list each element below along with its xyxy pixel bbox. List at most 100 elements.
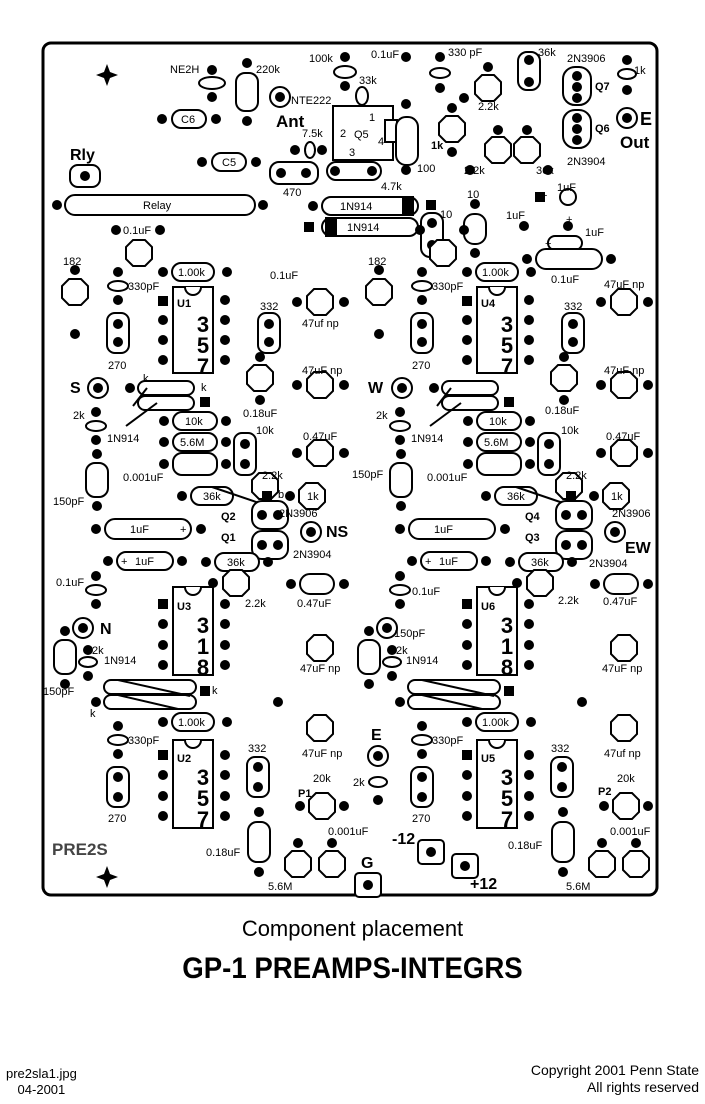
label-minus-12: -12 — [392, 831, 415, 848]
label-plus-5: + — [121, 556, 127, 568]
label-2k-3: 2k — [92, 645, 104, 657]
label-1uf-4: 1uF — [434, 524, 453, 536]
label-qb-1: b — [278, 489, 284, 501]
label-1k-1: 1k — [307, 491, 319, 503]
label-330pf-top: 330 pF — [448, 47, 483, 59]
label-ns: NS — [326, 524, 349, 541]
label-0-1uf-l: 0.1uF — [123, 225, 151, 237]
label-e-mid: E — [371, 727, 382, 744]
footer-rights-line: All rights reserved — [586, 1079, 699, 1095]
label-10k-4b: 10k — [561, 425, 579, 437]
preamp-half-left — [53, 225, 349, 878]
label-u6: U6 — [481, 601, 495, 613]
label-k1: k — [143, 373, 149, 385]
label-p1: P1 — [298, 788, 311, 800]
label-p2: P2 — [598, 786, 611, 798]
label-2n3904-4: 2N3904 — [589, 558, 628, 570]
label-2n3904-top: 2N3904 — [567, 156, 606, 168]
label-q4: Q4 — [525, 511, 541, 523]
label-36k-5: 36k — [531, 557, 549, 569]
caption-subtitle: Component placement — [241, 916, 464, 941]
label-330pf-5: 330pF — [432, 735, 463, 747]
label-k4: k — [90, 708, 96, 720]
label-20k-1: 20k — [313, 773, 331, 785]
label-0-001uf-1: 0.001uF — [123, 472, 164, 484]
label-0-1uf-5: 0.1uF — [412, 586, 440, 598]
label-330pf-2: 330pF — [128, 735, 159, 747]
label-1n914-4: 1N914 — [411, 433, 443, 445]
board-outline — [41, 41, 659, 897]
label-q5-p2: 2 — [340, 128, 346, 140]
label-ne2h: NE2H — [170, 64, 199, 76]
label-33k: 33k — [359, 75, 377, 87]
label-q3: Q3 — [525, 532, 540, 544]
label-0-47uf-2: 0.47uF — [297, 598, 332, 610]
label-q2: Q2 — [221, 511, 236, 523]
label-0-47uf-1: 0.47uF — [303, 431, 338, 443]
label-u3: U3 — [177, 601, 191, 613]
label-0-001uf-5: 0.001uF — [610, 826, 651, 838]
label-47uf-np-2: 47uF np — [302, 365, 342, 377]
label-0-1uf-2: 0.1uF — [56, 577, 84, 589]
label-182-l: 182 — [63, 256, 81, 268]
label-rly: Rly — [70, 147, 95, 164]
label-1n914-6: 1N914 — [406, 655, 438, 667]
label-pre2s: PRE2S — [52, 840, 108, 859]
label-u4: U4 — [481, 298, 496, 310]
footer-file-name: pre2sla1.jpg — [6, 1066, 77, 1081]
label-100: 100 — [417, 163, 435, 175]
label-2-2k-1: 2.2k — [262, 470, 283, 482]
label-332-2: 332 — [248, 743, 266, 755]
label-1n914-1: 1N914 — [107, 433, 139, 445]
label-7-5k: 7.5k — [302, 128, 323, 140]
label-2-2k-top2: 2.2k — [464, 165, 485, 177]
label-1uf-1: 1uF — [130, 524, 149, 536]
label-2n3906-1: 2N3906 — [279, 508, 318, 520]
label-36k-1: 36k — [203, 491, 221, 503]
label-1uf-b: 1uF — [506, 210, 525, 222]
label-47uf-np-4: 47uF np — [604, 365, 644, 377]
label-47uf-np-1: 47uf np — [302, 318, 339, 330]
label-0-18uf-5: 0.18uF — [508, 840, 543, 852]
label-e-out-out: Out — [620, 133, 650, 152]
label-s: S — [70, 380, 81, 397]
label-270-5: 270 — [412, 813, 430, 825]
label-1uf-2: 1uF — [135, 556, 154, 568]
label-2k-1: 2k — [73, 410, 85, 422]
label-n: N — [100, 621, 112, 638]
label-1k-4: 1k — [611, 491, 623, 503]
footer-file-info: pre2sla1.jpg 04-2001 — [6, 1066, 77, 1098]
label-270-1: 270 — [108, 360, 126, 372]
label-g: G — [361, 855, 373, 872]
label-47uf-np-7: 47uF np — [302, 748, 342, 760]
label-470: 470 — [283, 187, 301, 199]
label-c5: C5 — [222, 157, 236, 169]
label-2n3904-1: 2N3904 — [293, 549, 332, 561]
label-1n914-3: 1N914 — [104, 655, 136, 667]
label-0-18uf-1: 0.18uF — [243, 408, 278, 420]
label-332-1: 332 — [260, 301, 278, 313]
label-relay: Relay — [143, 200, 172, 212]
label-e-out-e: E — [640, 109, 652, 129]
label-0-1uf-top: 0.1uF — [371, 49, 399, 61]
label-2-2k-top: 2.2k — [478, 101, 499, 113]
label-q1: Q1 — [221, 532, 236, 544]
label-2n3906-top: 2N3906 — [567, 53, 606, 65]
label-36k-4: 36k — [507, 491, 525, 503]
label-1-00k-5: 1.00k — [482, 717, 509, 729]
label-plus-2: + — [566, 214, 572, 226]
label-u5: U5 — [481, 753, 495, 765]
component-placement-diagram: NE2H 220k NTE222 100k 33k 0.1uF 330 pF 3… — [41, 41, 659, 898]
label-4-7k: 4.7k — [381, 181, 402, 193]
label-ant: Ant — [276, 112, 305, 131]
label-150pf-6: 150pF — [394, 628, 425, 640]
label-plus-4: + — [180, 524, 186, 536]
label-2k-4: 2k — [376, 410, 388, 422]
label-10-b: 10 — [440, 209, 452, 221]
label-1uf-a: 1uF — [557, 182, 576, 194]
label-q5-p1: 1 — [369, 112, 375, 124]
label-5-6m-1: 5.6M — [180, 437, 204, 449]
